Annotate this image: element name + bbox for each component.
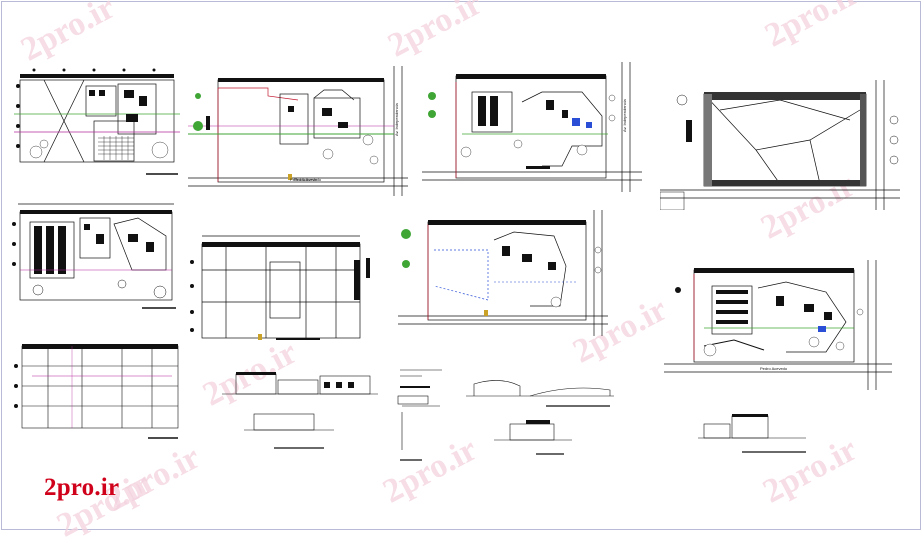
site-logo: 2pro.ir	[44, 474, 120, 501]
street-label: Av. Independencia	[394, 102, 399, 136]
access-label: Pedro Acevedo	[290, 177, 318, 182]
building-elevation-1	[222, 372, 378, 449]
street-label: Av. Independencia	[622, 98, 627, 132]
floor-plan-3	[190, 235, 370, 340]
roof-plan	[660, 80, 900, 210]
access-label: Pedro Acevedo	[294, 177, 322, 182]
access-label: Pedro Acevedo	[760, 366, 788, 371]
section-grid	[14, 344, 179, 439]
site-plan-2: Av. Independencia	[422, 62, 642, 192]
detail-section	[397, 369, 442, 461]
site-plan-1: Pedro Acevedo Av. Independencia	[188, 66, 408, 196]
floor-plan-1	[14, 68, 180, 175]
drawing-border	[1, 1, 921, 530]
floor-plan-4: Pedro Acevedo	[664, 260, 892, 390]
building-elevation-3	[698, 414, 806, 453]
floor-plan-2	[12, 203, 176, 309]
site-plan-3	[398, 210, 608, 336]
building-elevation-2	[466, 380, 614, 455]
